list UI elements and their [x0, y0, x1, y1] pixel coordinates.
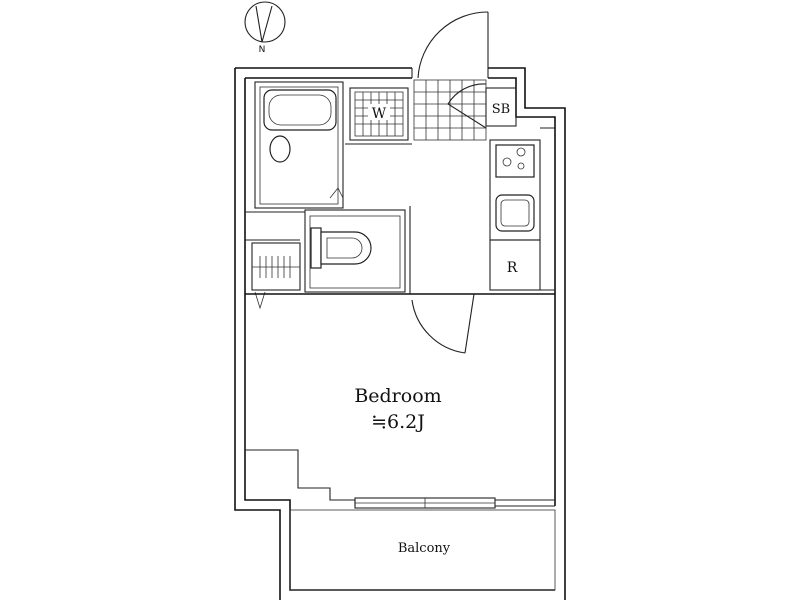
bedroom-label-group: Bedroom ≒6.2J — [354, 385, 441, 433]
bedroom-door — [411, 293, 475, 354]
entrance-tiles — [413, 79, 487, 141]
compass-arrow — [255, 5, 273, 43]
bathtub — [263, 89, 337, 131]
bath-sink — [269, 135, 291, 163]
bedroom-area: ≒6.2J — [371, 411, 425, 433]
partitions — [245, 127, 555, 295]
balcony-window — [354, 497, 555, 509]
compass-north-label: N — [259, 45, 266, 55]
bedroom-lower-wall — [245, 449, 356, 506]
refrigerator: R — [489, 239, 541, 291]
washer-label: W — [372, 106, 387, 122]
stove — [495, 144, 535, 178]
kitchen — [489, 139, 541, 241]
refrigerator-label: R — [507, 260, 518, 276]
toilet-room — [304, 209, 406, 293]
balcony-label: Balcony — [398, 541, 451, 556]
washer-space: W — [349, 87, 409, 141]
bedroom-name: Bedroom — [354, 385, 441, 407]
closet — [251, 242, 301, 310]
compass: N — [244, 1, 286, 55]
shoe-box: SB — [485, 87, 517, 127]
kitchen-sink — [495, 194, 535, 232]
entrance-door — [411, 11, 489, 79]
compass-circle — [244, 1, 286, 43]
toilet-bowl — [320, 231, 372, 265]
balcony: Balcony — [289, 509, 556, 591]
shoe-box-label: SB — [492, 102, 510, 117]
toilet-tank — [310, 227, 322, 269]
bathroom — [254, 81, 344, 209]
